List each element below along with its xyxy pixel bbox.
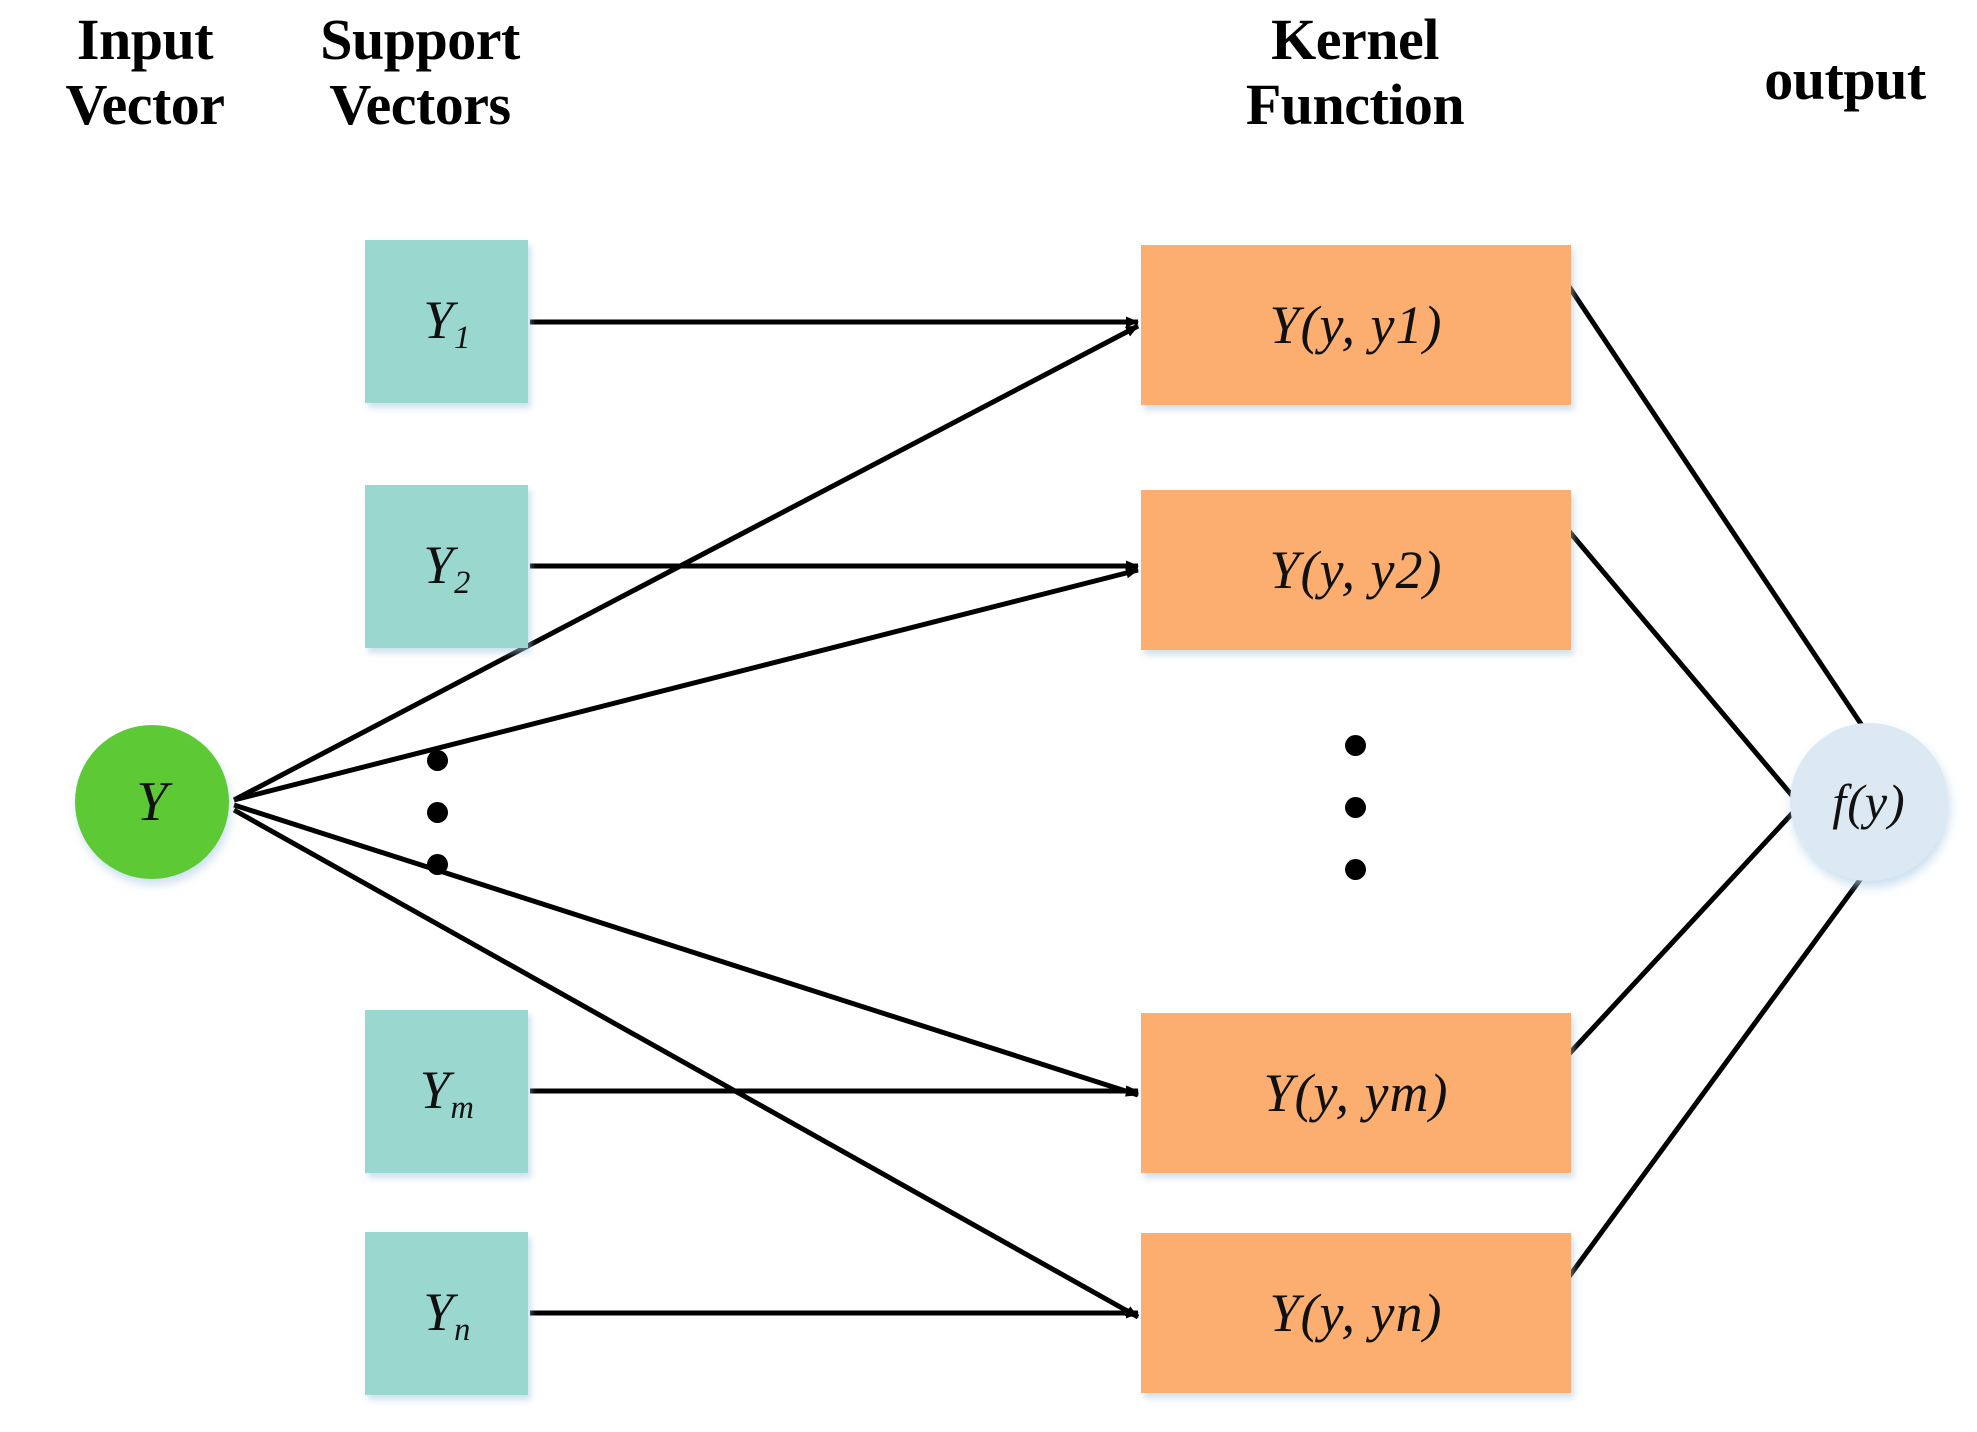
support-vector-box-n[interactable]: Yn: [365, 1232, 528, 1395]
support-ellipsis-dot-1: [427, 750, 448, 771]
support-vector-box-2[interactable]: Y2: [365, 485, 528, 648]
kernel-function-box-2[interactable]: Y(y, y2): [1141, 490, 1571, 650]
kernel-function-label-n: Y(y, yn): [1269, 1283, 1443, 1343]
support-vector-label-n: Yn: [423, 1281, 471, 1348]
support-vector-label-m: Ym: [419, 1059, 474, 1126]
kernel-function-label-1: Y(y, y1): [1269, 295, 1443, 355]
kernel-function-box-1[interactable]: Y(y, y1): [1141, 245, 1571, 405]
edges-support-to-kernel: [530, 316, 1139, 1319]
kernel-function-label-m: Y(y, ym): [1263, 1063, 1449, 1123]
output-node-label: f(y): [1832, 774, 1906, 830]
kernel-function-box-m[interactable]: Y(y, ym): [1141, 1013, 1571, 1173]
kernel-function-label-2: Y(y, y2): [1269, 540, 1443, 600]
column-header-kernel-function: Kernel Function: [1245, 7, 1465, 137]
support-vector-label-1: Y1: [423, 289, 471, 356]
column-header-support-vectors: Support Vectors: [320, 7, 520, 137]
support-ellipsis-dot-2: [427, 802, 448, 823]
support-vector-box-m[interactable]: Ym: [365, 1010, 528, 1173]
output-node[interactable]: f(y): [1790, 723, 1948, 881]
support-ellipsis-dot-3: [427, 854, 448, 875]
kernel-ellipsis-dot-3: [1345, 859, 1366, 880]
input-vector-node[interactable]: Y: [75, 725, 229, 879]
input-vector-node-label: Y: [136, 771, 168, 833]
edge-kernel1-to-output: [1565, 283, 1868, 732]
edge-kernelm-to-output: [1566, 803, 1802, 1057]
column-header-input-vector: Input Vector: [65, 7, 225, 137]
kernel-ellipsis-dot-2: [1345, 797, 1366, 818]
column-header-output: output: [1764, 47, 1926, 112]
support-vector-box-1[interactable]: Y1: [365, 240, 528, 403]
kernel-function-box-n[interactable]: Y(y, yn): [1141, 1233, 1571, 1393]
edge-kernel2-to-output: [1566, 528, 1802, 807]
edge-kerneln-to-output: [1565, 871, 1868, 1280]
support-vector-label-2: Y2: [423, 534, 471, 601]
kernel-ellipsis-dot-1: [1345, 735, 1366, 756]
